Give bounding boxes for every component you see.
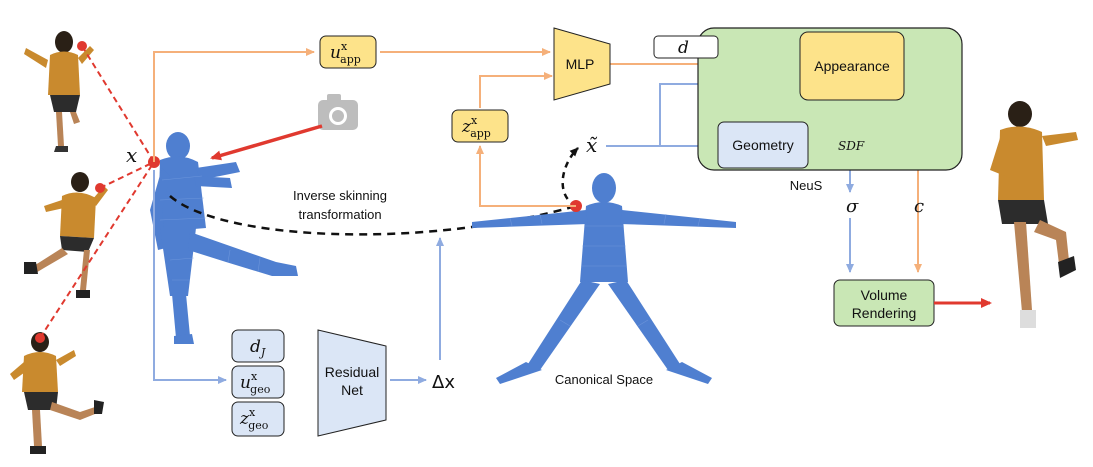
sigma-label: σ	[846, 196, 859, 217]
inverse-skinning-label-1: Inverse skinning	[293, 188, 387, 203]
z-app-box	[451, 109, 509, 143]
view-direction-box	[653, 35, 719, 59]
canonical-mesh-grid	[509, 213, 701, 327]
z-geo-box	[231, 401, 285, 437]
geometry-label: Geometry	[732, 137, 793, 153]
appearance-label: Appearance	[814, 58, 890, 74]
posed-body-mesh	[150, 132, 298, 344]
output-rendered-image	[990, 101, 1078, 328]
camera-ray-arrow	[210, 124, 323, 161]
volume-rendering-label-1: Volume	[861, 287, 908, 303]
canonical-space-label: Canonical Space	[555, 372, 653, 387]
inverse-skinning-label-2: transformation	[298, 207, 381, 222]
input-image-3	[10, 332, 104, 454]
mesh-grid-overlay	[159, 175, 261, 281]
camera-icon	[318, 94, 358, 130]
geometry-box	[717, 121, 809, 169]
color-c-label: c	[914, 196, 924, 217]
view-direction-label: d	[678, 38, 689, 58]
d-j-label: dJ	[250, 337, 266, 359]
u-app-box	[319, 35, 377, 69]
u-geo-box	[231, 365, 285, 399]
mlp-block	[553, 27, 611, 101]
appearance-box	[799, 31, 905, 101]
canonical-point-arrow	[561, 147, 579, 208]
neus-label: NeuS	[790, 178, 823, 193]
input-image-2	[24, 172, 108, 298]
d-j-box	[231, 329, 285, 363]
input-image-1	[24, 31, 94, 152]
residual-net-label-1: Residual	[325, 364, 379, 380]
volume-rendering-label-2: Rendering	[852, 305, 917, 321]
sdf-label: SDF	[838, 139, 865, 153]
mlp-label: MLP	[566, 56, 595, 72]
residual-net-label-2: Net	[341, 382, 363, 398]
label-x-tilde: x̃	[586, 133, 598, 157]
delta-x-label: Δx	[432, 372, 455, 393]
label-x: x	[126, 143, 137, 167]
canonical-body-mesh	[472, 173, 736, 384]
inverse-skinning-curve	[169, 195, 577, 236]
residual-net-block	[317, 329, 387, 437]
projection-rays	[35, 41, 155, 343]
